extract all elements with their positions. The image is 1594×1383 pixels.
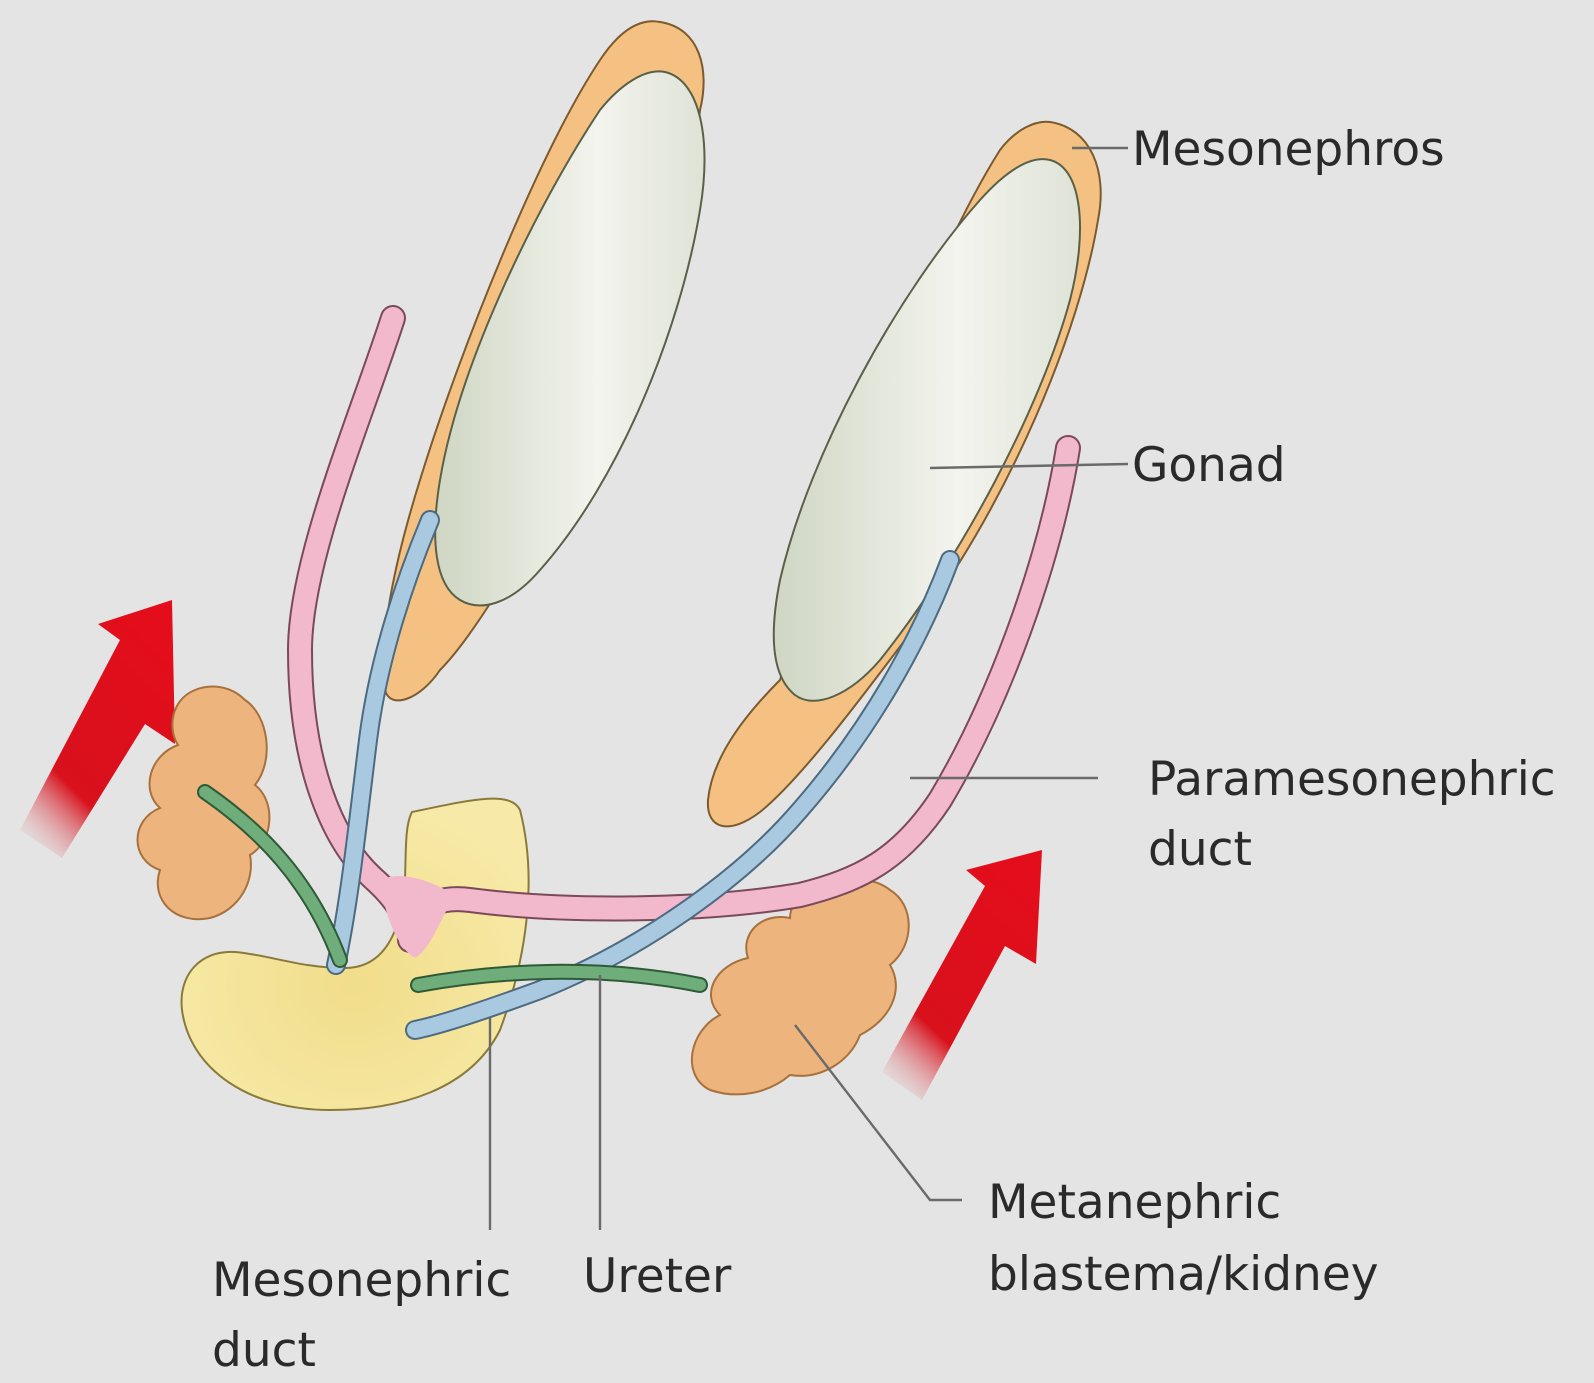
label-mesonephric-line1: Mesonephric: [212, 1253, 511, 1308]
label-mesonephric-line2: duct: [212, 1323, 316, 1378]
label-mesonephros: Mesonephros: [1132, 122, 1445, 177]
right-arrow: [882, 850, 1042, 1100]
label-metanephric-line2: blastema/kidney: [988, 1247, 1379, 1302]
label-paramesonephric-line2: duct: [1148, 822, 1252, 877]
label-metanephric-line1: Metanephric: [988, 1175, 1281, 1230]
label-gonad: Gonad: [1132, 438, 1286, 493]
label-paramesonephric-line1: Paramesonephric: [1148, 752, 1556, 807]
label-ureter: Ureter: [583, 1249, 732, 1304]
